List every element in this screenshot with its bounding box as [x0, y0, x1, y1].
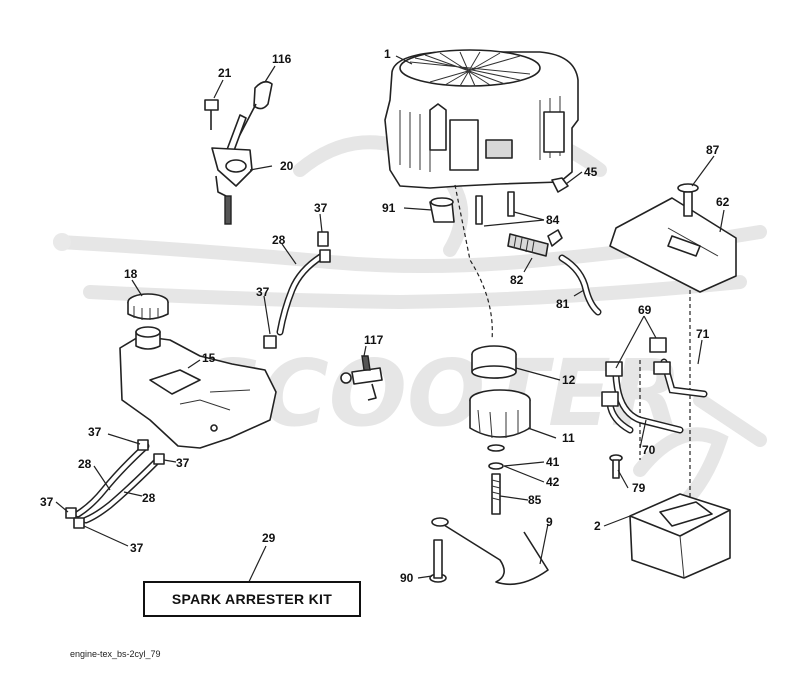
part-number: 37	[40, 495, 54, 509]
bolt-79	[609, 454, 623, 479]
part-number: 117	[364, 333, 384, 347]
part-number: 28	[272, 233, 286, 247]
part-number: 62	[716, 195, 730, 209]
part-number: 37	[130, 541, 144, 555]
part-number: 79	[632, 481, 646, 495]
spark-arrester-kit-box: SPARK ARRESTER KIT	[143, 581, 361, 617]
part-number: 2	[594, 519, 601, 533]
part-number: 45	[584, 165, 598, 179]
fuel-cap	[127, 293, 169, 320]
part-number: 82	[510, 273, 524, 287]
part-number: 29	[262, 531, 276, 545]
part-number: 71	[696, 327, 710, 341]
part-number: 12	[562, 373, 576, 387]
part-number: 85	[528, 493, 542, 507]
part-number: 90	[400, 571, 414, 585]
throttle-control-assembly	[204, 80, 273, 225]
heat-shield	[609, 197, 737, 293]
pto-clutch-assembly	[469, 345, 531, 515]
engine-small-hardware	[429, 177, 569, 225]
exhaust-bracket	[431, 517, 549, 586]
part-number: 91	[382, 201, 396, 215]
part-number: 37	[256, 285, 270, 299]
diagram-reference-code: engine-tex_bs-2cyl_79	[70, 649, 161, 659]
hose-81	[558, 254, 602, 316]
part-number: 20	[280, 159, 294, 173]
part-number: 11	[562, 431, 575, 445]
fuel-shutoff-valve	[340, 355, 383, 401]
assembly-dashed-lines	[454, 184, 691, 510]
fuel-line-lower	[65, 439, 165, 529]
part-number: 1	[384, 47, 391, 61]
part-number: 116	[272, 52, 292, 66]
part-number: 37	[176, 456, 190, 470]
engine-cooling-grille	[409, 51, 531, 87]
fuel-tank	[119, 326, 277, 449]
part-number: 42	[546, 475, 560, 489]
part-number: 69	[638, 303, 652, 317]
fuel-filter-82	[507, 229, 563, 257]
part-number: 28	[78, 457, 92, 471]
part-number: 81	[556, 297, 570, 311]
part-number: 37	[314, 201, 328, 215]
part-number: 37	[88, 425, 102, 439]
part-number: 9	[546, 515, 553, 529]
spark-arrester-kit-label: SPARK ARRESTER KIT	[172, 591, 332, 607]
part-number: 21	[218, 66, 232, 80]
part-number: 70	[642, 443, 656, 457]
fuel-line-upper	[263, 231, 331, 349]
part-number: 87	[706, 143, 720, 157]
part-number: 41	[546, 455, 560, 469]
bolt-90	[429, 539, 447, 583]
part-number: 28	[142, 491, 156, 505]
leader-lines	[55, 55, 725, 589]
muffler	[629, 493, 731, 579]
part-number: 84	[546, 213, 560, 227]
part-number-labels: 1 116 21 20 37 28 37 18 15 117 91 84 45 …	[40, 47, 730, 585]
engine-assembly	[384, 49, 579, 189]
shield-bolt-87	[677, 183, 699, 217]
part-number: 15	[202, 351, 216, 365]
exhaust-pipes	[601, 337, 708, 434]
part-number: 18	[124, 267, 138, 281]
